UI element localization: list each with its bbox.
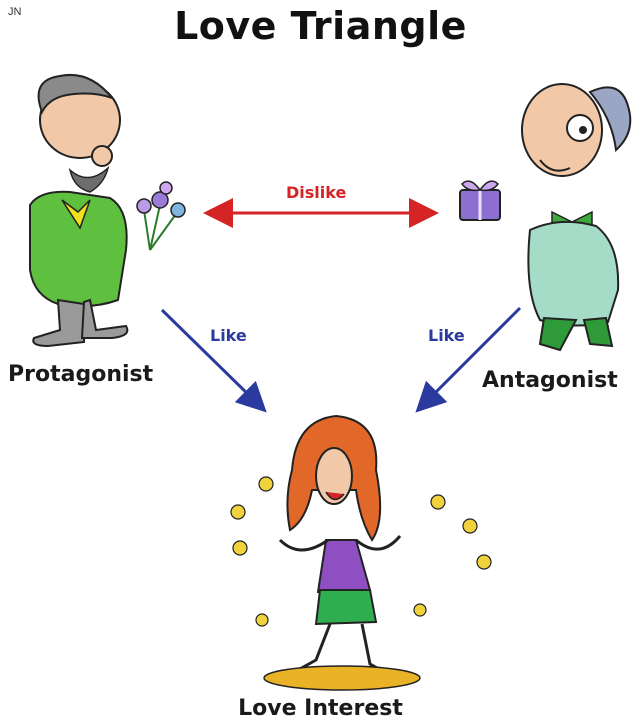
protagonist-illustration [30,75,185,346]
protagonist-label: Protagonist [8,362,153,387]
like-label-right: Like [428,326,465,345]
page-title: Love Triangle [0,4,641,48]
antagonist-illustration [460,84,630,350]
love-interest-illustration [231,416,491,690]
like-label-left: Like [210,326,247,345]
antagonist-label: Antagonist [482,368,618,393]
dislike-label: Dislike [286,183,346,202]
like-arrow-left [162,310,256,402]
love-interest-label: Love Interest [0,696,641,721]
